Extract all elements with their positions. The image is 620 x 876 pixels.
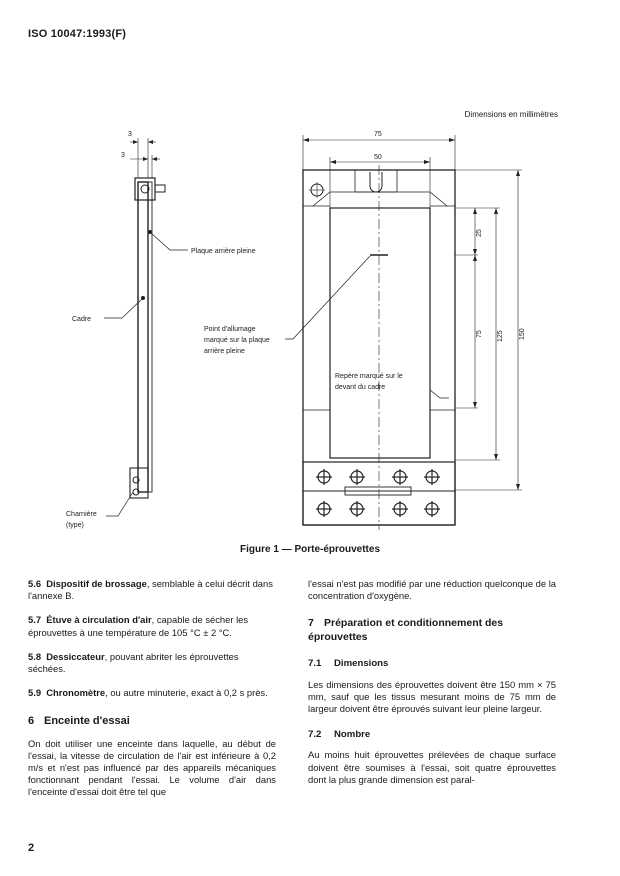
section-5-8: 5.8 Dessiccateur, pouvant abriter les ép… — [28, 651, 276, 675]
figure-caption: Figure 1 — Porte-éprouvettes — [239, 544, 381, 555]
right-column: l'essai n'est pas modifié par une réduct… — [308, 578, 556, 798]
continuation-text: l'essai n'est pas modifié par une réduct… — [308, 578, 557, 602]
dim-125: 125 — [497, 330, 504, 342]
section-7-2-text: Au moins huit éprouvettes prélevées de c… — [308, 749, 556, 785]
section-text: , ou autre minuterie, exact à 0,2 s près… — [105, 687, 268, 699]
label-charniere: Charnière — [66, 511, 97, 518]
section-5-9: 5.9 Chronomètre, ou autre minuterie, exa… — [28, 687, 276, 699]
section-number: 5.6 — [28, 578, 42, 589]
document-header: ISO 10047:1993(F) — [28, 28, 127, 40]
section-6-heading: 6 Enceinte d'essai — [28, 715, 276, 727]
dim-150: 150 — [519, 328, 526, 340]
dim-50-width: 50 — [374, 154, 382, 161]
left-column: 5.6 Dispositif de brossage, semblable à … — [28, 578, 276, 811]
dim-3-mid: 3 — [121, 152, 125, 159]
label-repere-1: Repère marqué sur le — [335, 373, 403, 380]
label-point-3: arrière pleine — [204, 348, 245, 355]
section-text: , capable de sécher les éprouvettes à un… — [28, 614, 249, 638]
section-title: Dessiccateur — [46, 650, 105, 662]
section-number: 6 — [28, 715, 35, 728]
page-number: 2 — [28, 842, 35, 854]
section-number: 5.8 — [28, 650, 42, 662]
dim-75-width: 75 — [374, 131, 382, 138]
section-number: 7.2 — [308, 729, 322, 741]
section-7-1-text: Les dimensions des éprouvettes doivent ê… — [308, 678, 556, 715]
section-title: Étuve à circulation d'air — [46, 614, 152, 626]
dim-25: 25 — [476, 229, 483, 237]
section-text: , pouvant abriter les éprouvettes séchée… — [28, 650, 239, 675]
section-title: Dispositif de brossage — [46, 578, 147, 589]
label-point-1: Point d'allumage — [204, 326, 256, 333]
label-repere-2: devant du cadre — [335, 384, 385, 391]
section-5-6: 5.6 Dispositif de brossage, semblable à … — [28, 578, 276, 602]
dim-75-height: 75 — [476, 330, 483, 338]
section-title: Enceinte d'essai — [44, 715, 130, 728]
section-number: 7 — [308, 617, 314, 630]
section-title: Chronomètre — [46, 687, 106, 699]
label-cadre: Cadre — [72, 316, 91, 323]
section-text: , semblable à celui décrit dans l'annexe… — [28, 578, 273, 602]
section-number: 5.9 — [28, 687, 42, 699]
section-6-text: On doit utiliser une enceinte dans laque… — [28, 737, 276, 798]
section-7-1-heading: 7.1 Dimensions — [308, 658, 556, 670]
dim-3-top: 3 — [128, 131, 132, 138]
label-charniere-type: (type) — [66, 522, 84, 529]
section-number: 7.1 — [308, 658, 322, 670]
section-7-2-heading: 7.2 Nombre — [308, 729, 556, 741]
label-point-2: marqué sur la plaque — [204, 337, 270, 344]
section-title: Nombre — [334, 729, 371, 741]
section-5-7: 5.7 Étuve à circulation d'air, capable d… — [28, 614, 276, 638]
label-plaque: Plaque arrière pleine — [191, 248, 256, 255]
section-number: 5.7 — [28, 614, 42, 626]
dimensions-note: Dimensions en millimètres — [464, 110, 558, 119]
section-title: Préparation et conditionnement des éprou… — [308, 617, 504, 644]
specimen-holder-figure: 3 3 75 50 25 75 125 150 Plaque arrière p… — [66, 131, 526, 530]
section-title: Dimensions — [334, 658, 389, 670]
